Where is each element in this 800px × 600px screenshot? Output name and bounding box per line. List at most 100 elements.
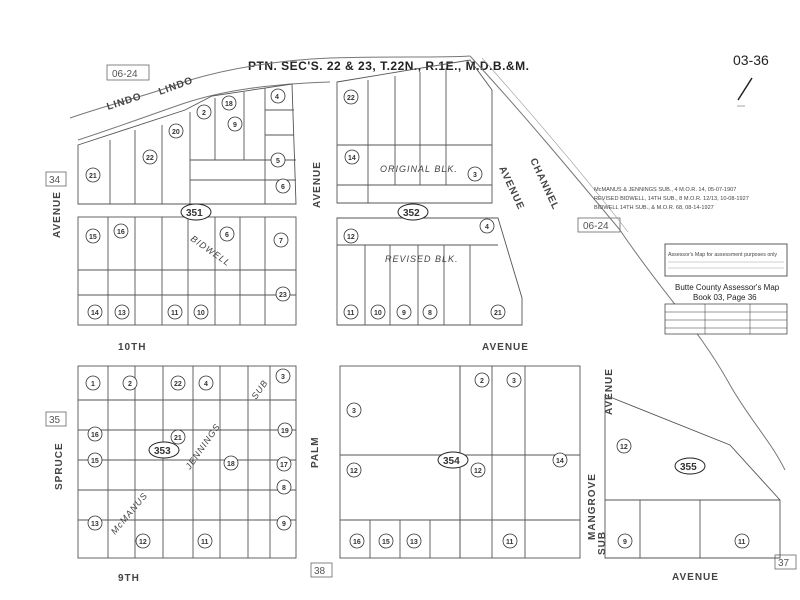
note-line-3: BIDWELL 14TH SUB., & M.O.R. 68, 08-14-19…	[594, 205, 714, 211]
lot-number: 9	[282, 521, 286, 528]
ref-box-left-upper-label: 34	[49, 175, 61, 186]
lot-number: 12	[139, 539, 147, 546]
map-title: PTN. SEC'S. 22 & 23, T.22N., R.1E., M.D.…	[248, 59, 529, 73]
lot-number: 4	[275, 94, 279, 101]
lot-number: 7	[279, 238, 283, 245]
lot-number: 11	[171, 310, 179, 317]
street-spruce: SPRUCE	[54, 442, 65, 490]
block-number-354-label: 354	[443, 456, 460, 467]
street-avenue-10th: AVENUE	[482, 342, 529, 353]
street-mangrove-sub: SUB	[597, 531, 608, 555]
block-number-353-label: 353	[154, 446, 171, 457]
ref-box-top-left[interactable]: 06-24	[106, 64, 150, 81]
lot-number: 8	[282, 485, 286, 492]
lot-number: 13	[410, 539, 418, 546]
lindo-road	[69, 55, 471, 141]
lot-number: 22	[146, 155, 154, 162]
lot-number: 9	[623, 539, 627, 546]
lot-circles	[85, 88, 750, 549]
block-number-353[interactable]: 353	[148, 441, 180, 459]
lot-number: 3	[281, 374, 285, 381]
block-352-lower[interactable]	[336, 217, 523, 326]
lot-number: 10	[197, 310, 205, 317]
lot-number: 4	[204, 381, 208, 388]
lot-number: 12	[347, 234, 355, 241]
lot-number: 21	[494, 310, 502, 317]
block-number-355-label: 355	[680, 462, 697, 473]
north-arrow-icon	[737, 77, 753, 107]
lot-number: 20	[172, 129, 180, 136]
note-line-1: McMANUS & JENNINGS SUB., 4 M.O.R. 14, 05…	[594, 187, 736, 193]
street-mangrove: MANGROVE	[587, 473, 598, 540]
lot-number: 11	[738, 539, 746, 546]
lot-number: 23	[279, 292, 287, 299]
lot-numbers: 4 18 2 20 22 21 6 5 9 22 14 3 15 16 6 7 …	[89, 94, 746, 546]
note-line-2: REVISED BIDWELL, 14TH SUB., 8 M.O.R. 12/…	[594, 196, 749, 202]
lot-number: 6	[225, 232, 229, 239]
lot-number: 2	[128, 381, 132, 388]
street-avenue-right: AVENUE	[604, 368, 615, 415]
lot-number: 12	[474, 468, 482, 475]
legend-disclaimer: Assessor's Map for assessment purposes o…	[668, 252, 777, 258]
lot-number: 9	[402, 310, 406, 317]
lot-number: 14	[556, 458, 564, 465]
lot-number: 5	[276, 158, 280, 165]
lot-number: 21	[89, 173, 97, 180]
lot-number: 18	[225, 101, 233, 108]
lot-number: 12	[620, 444, 628, 451]
ref-box-right[interactable]: 06-24	[577, 217, 621, 233]
lot-number: 13	[118, 310, 126, 317]
lot-number: 14	[348, 155, 356, 162]
block-number-352[interactable]: 352	[397, 203, 429, 221]
block-353[interactable]	[77, 365, 297, 559]
lot-number: 10	[374, 310, 382, 317]
lot-number: 12	[350, 468, 358, 475]
channel-line	[469, 55, 786, 471]
block-355[interactable]	[604, 394, 781, 559]
lot-number: 6	[281, 184, 285, 191]
legend-county: Butte County Assessor's Map	[675, 283, 780, 292]
lot-number: 15	[382, 539, 390, 546]
block-number-355[interactable]: 355	[674, 457, 706, 475]
lot-number: 3	[512, 378, 516, 385]
block-352-upper[interactable]	[336, 59, 493, 204]
lot-number: 16	[353, 539, 361, 546]
street-avenue-left: AVENUE	[52, 191, 63, 238]
ref-box-bottom-center[interactable]: 38	[310, 562, 333, 578]
ref-box-bottom-center-label: 38	[314, 566, 326, 577]
street-9th: 9TH	[118, 573, 140, 584]
lot-number: 18	[227, 461, 235, 468]
block-351-upper[interactable]	[77, 83, 297, 205]
lot-number: 1	[91, 381, 95, 388]
street-palm: PALM	[310, 436, 321, 468]
legend-box: Assessor's Map for assessment purposes o…	[664, 243, 788, 335]
block-number-351[interactable]: 351	[180, 203, 212, 221]
street-avenue-mid: AVENUE	[312, 161, 323, 208]
lot-number: 13	[91, 521, 99, 528]
page-reference: 03-36	[733, 52, 769, 68]
ref-box-left-lower[interactable]: 35	[45, 411, 67, 427]
lot-number: 11	[347, 310, 355, 317]
subdivision-original: ORIGINAL BLK.	[380, 164, 458, 174]
lot-number: 22	[347, 95, 355, 102]
lot-number: 19	[281, 428, 289, 435]
lot-number: 14	[91, 310, 99, 317]
block-number-352-label: 352	[403, 208, 420, 219]
lot-number: 21	[174, 435, 182, 442]
ref-box-right-label: 06-24	[583, 221, 609, 232]
ref-box-top-left-label: 06-24	[112, 69, 138, 80]
legend-book-page: Book 03, Page 36	[693, 293, 757, 302]
subdivision-revised: REVISED BLK.	[385, 254, 459, 264]
block-number-354[interactable]: 354	[437, 451, 469, 469]
block-number-351-label: 351	[186, 208, 203, 219]
ref-box-bottom-right[interactable]: 37	[774, 554, 797, 570]
lot-number: 17	[280, 462, 288, 469]
ref-box-left-upper[interactable]: 34	[45, 171, 67, 187]
lot-number: 2	[480, 378, 484, 385]
lot-number: 11	[506, 539, 514, 546]
lot-number: 15	[91, 458, 99, 465]
lot-number: 9	[233, 122, 237, 129]
lot-number: 4	[485, 224, 489, 231]
lot-number: 2	[202, 110, 206, 117]
